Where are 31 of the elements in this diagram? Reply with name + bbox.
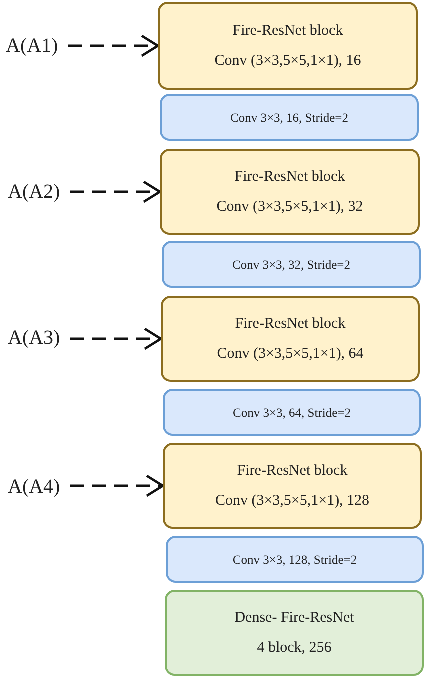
conv-box <box>160 94 419 141</box>
block-box <box>160 149 420 235</box>
block-text: Conv (3×3,5×5,1×1), 64 <box>217 345 364 363</box>
dense-block-box <box>165 590 424 676</box>
block-title: Fire-ResNet block <box>234 168 346 186</box>
dashed-arrow <box>70 328 162 350</box>
dashed-arrow <box>68 34 160 58</box>
block-text: Conv 3×3, 64, Stride=2 <box>233 404 351 420</box>
dashed-arrow <box>70 180 162 204</box>
block-title: Dense- Fire-ResNet <box>234 609 354 627</box>
block-title: Fire-ResNet block <box>232 22 344 40</box>
input-label: A(A3) <box>8 326 60 350</box>
block-box <box>161 296 420 382</box>
block-title: Fire-ResNet block <box>237 462 348 480</box>
block-text: Conv (3×3,5×5,1×1), 32 <box>216 198 364 216</box>
block-box <box>158 2 418 90</box>
block-text: Conv 3×3, 16, Stride=2 <box>230 110 348 126</box>
block-box <box>163 443 422 529</box>
block-text: Conv 3×3, 32, Stride=2 <box>232 256 350 272</box>
conv-box <box>162 241 421 288</box>
conv-box <box>163 389 421 436</box>
block-text: Conv (3×3,5×5,1×1), 128 <box>215 492 370 510</box>
block-text: 4 block, 256 <box>257 639 332 657</box>
conv-box <box>166 536 424 583</box>
input-label: A(A2) <box>8 180 60 204</box>
input-label: A(A1) <box>6 34 58 58</box>
block-text: Conv (3×3,5×5,1×1), 16 <box>214 52 362 70</box>
block-title: Fire-ResNet block <box>235 315 346 333</box>
input-label: A(A4) <box>8 475 60 499</box>
dashed-arrow <box>70 474 164 498</box>
block-text: Conv 3×3, 128, Stride=2 <box>232 552 358 568</box>
